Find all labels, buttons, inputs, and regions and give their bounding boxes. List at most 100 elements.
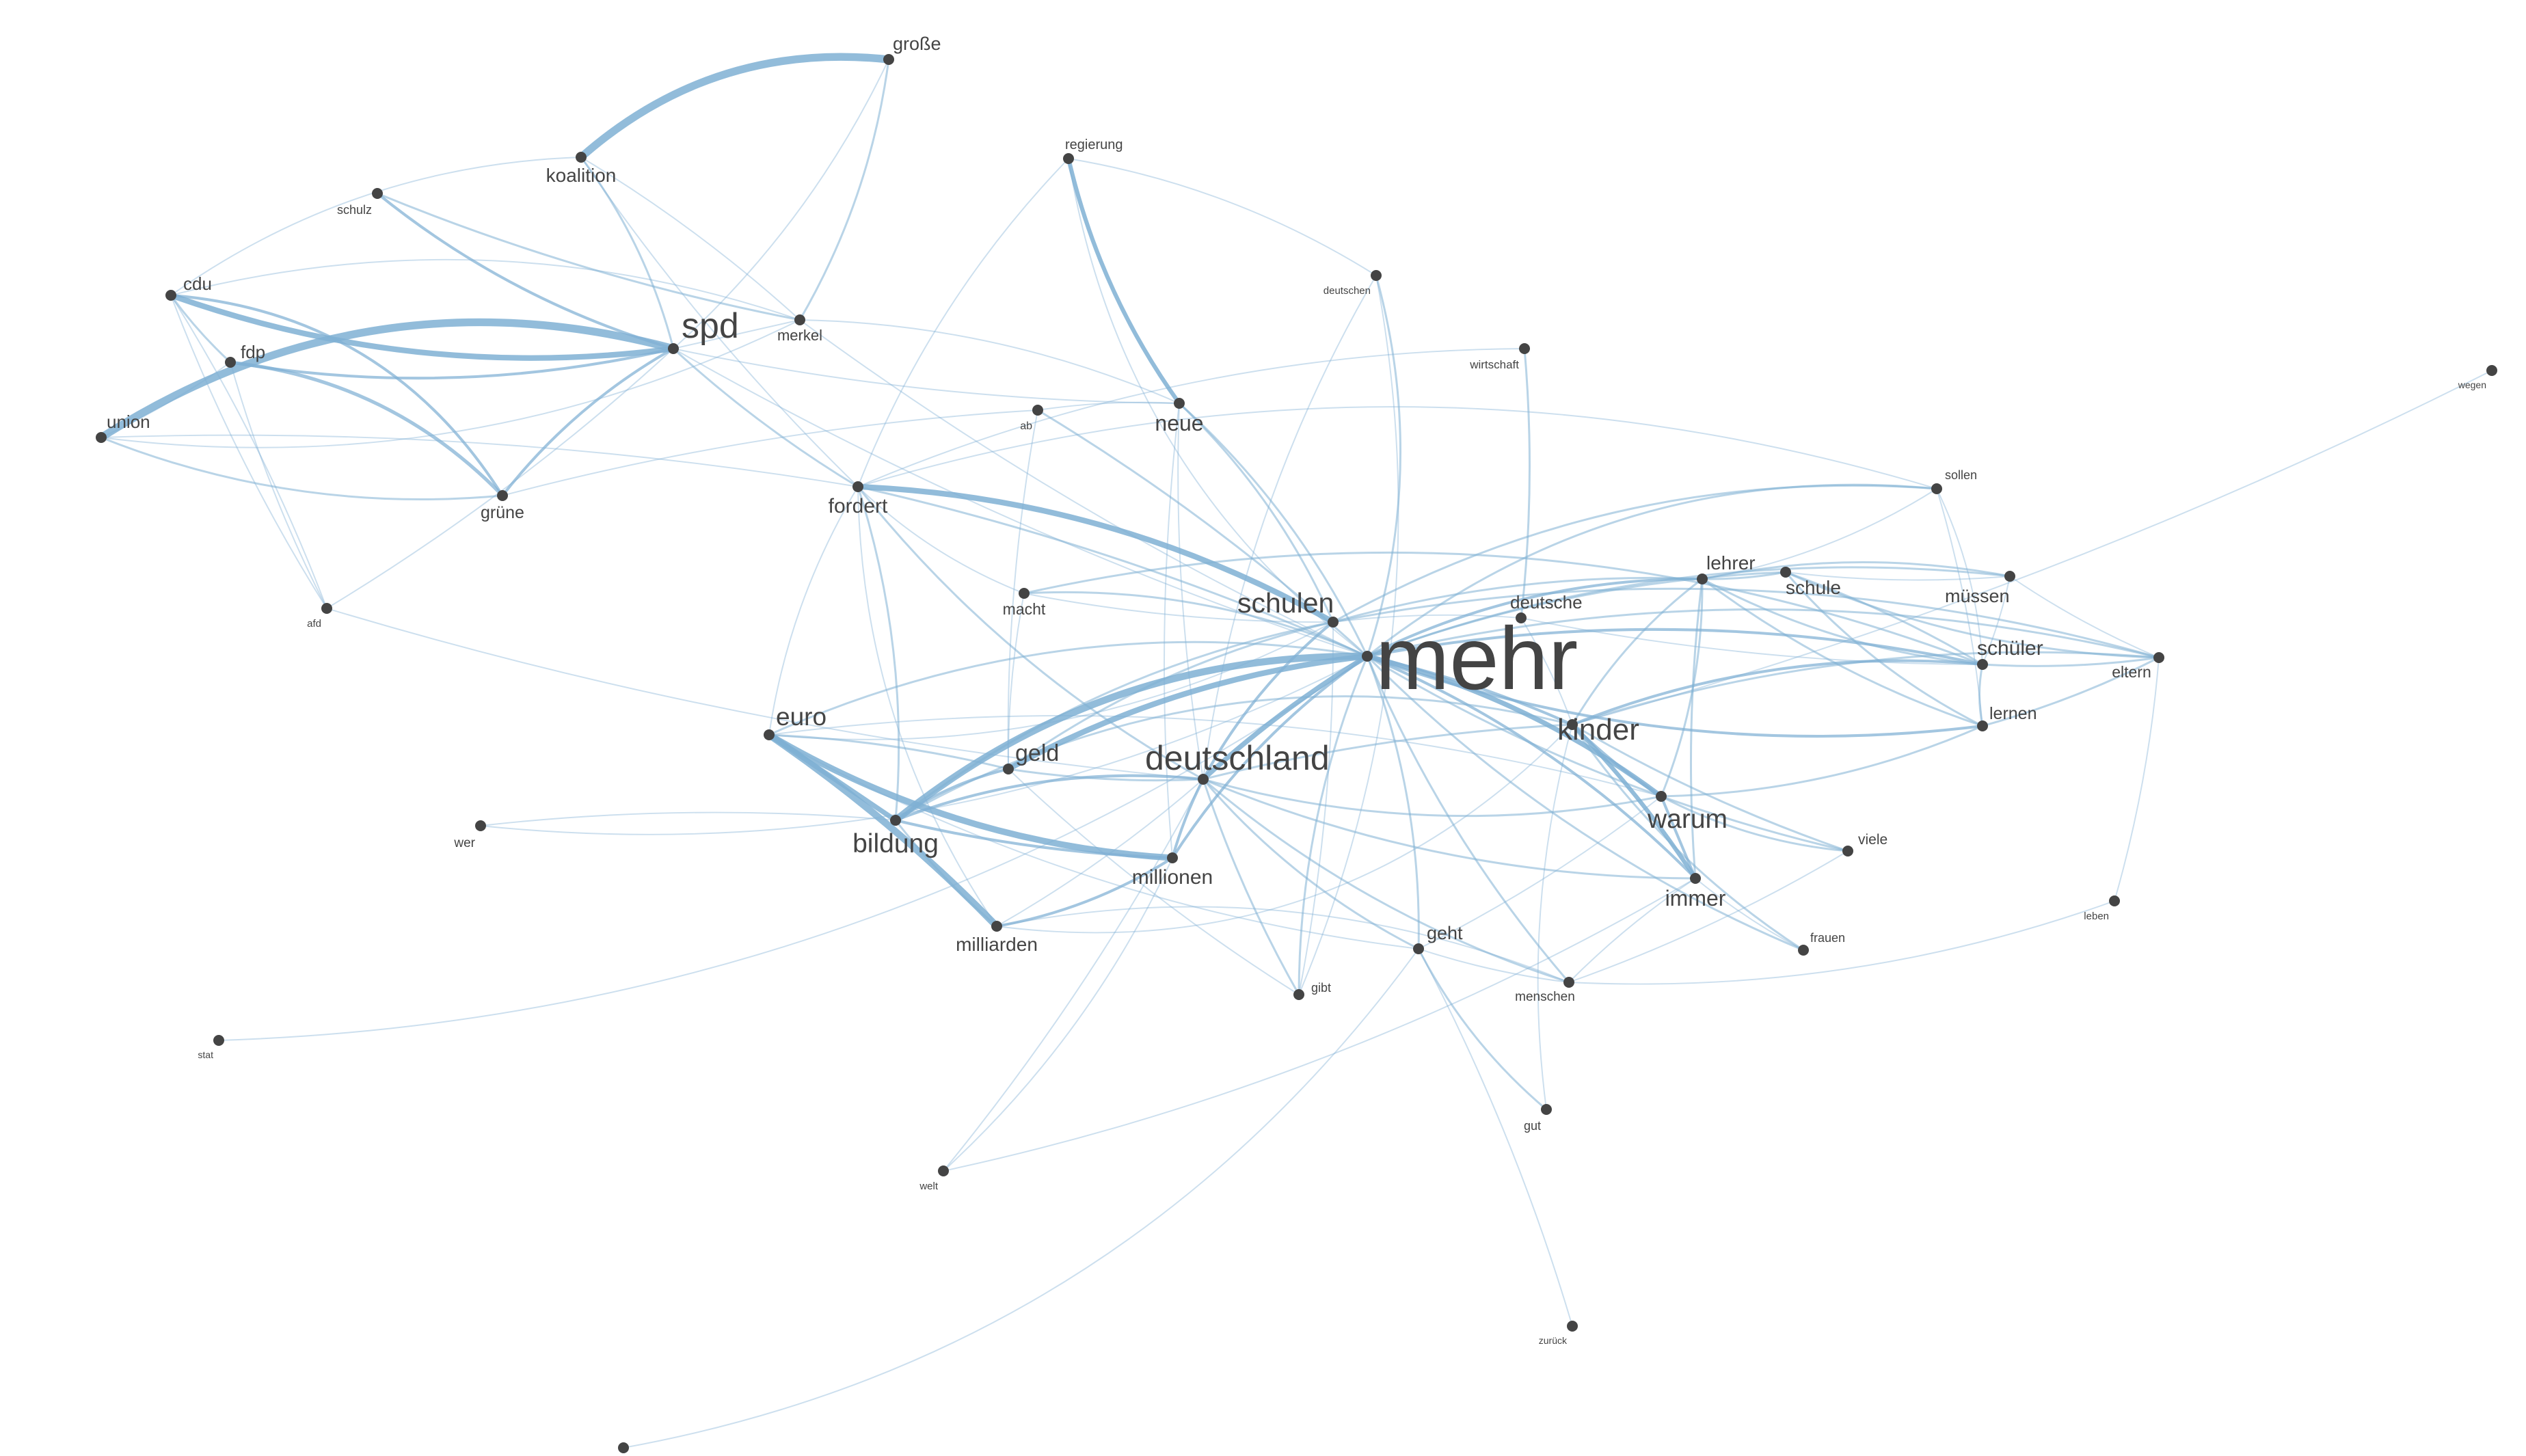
edge-macht-geld xyxy=(1007,593,1025,770)
node-milliarden[interactable] xyxy=(991,921,1002,932)
edge-menschen-milliarden xyxy=(996,906,1570,983)
node-stat[interactable] xyxy=(213,1035,224,1046)
label-fordert: fordert xyxy=(829,495,888,517)
label-wer: wer xyxy=(453,836,475,850)
node-deutschen[interactable] xyxy=(1371,270,1382,281)
node-macht[interactable] xyxy=(1019,588,1030,599)
node-layer xyxy=(96,54,2497,1453)
edge-mehr-fordert xyxy=(857,485,1369,658)
edge-millionen-welt xyxy=(943,857,1173,1172)
edge-fordert-milliarden xyxy=(857,486,997,927)
edge-neue-millionen xyxy=(1164,403,1180,859)
node-lehrer[interactable] xyxy=(1697,574,1708,584)
node-menschen[interactable] xyxy=(1563,977,1574,988)
node-koalition[interactable] xyxy=(576,152,587,163)
node-zurueck[interactable] xyxy=(1567,1321,1578,1332)
edge-muessen-eltern xyxy=(2009,576,2160,658)
edge-spd-neue xyxy=(673,348,1180,404)
edge-kinder-frauen xyxy=(1571,723,1805,952)
edge-sollen-lernen xyxy=(1936,488,1983,727)
edge-fordert-union xyxy=(100,434,859,487)
node-sollen[interactable] xyxy=(1931,483,1942,494)
label-welt: welt xyxy=(919,1181,939,1192)
node-schulen[interactable] xyxy=(1328,617,1339,628)
node-spd[interactable] xyxy=(668,343,679,354)
edge-cdu-fdp xyxy=(170,294,232,364)
edge-cdu-gruene xyxy=(169,293,505,498)
node-wer[interactable] xyxy=(475,820,486,831)
edge-mehr-macht xyxy=(1023,591,1369,658)
node-ab[interactable] xyxy=(1032,405,1043,416)
edge-fordert-regierung xyxy=(857,158,1069,487)
edge-regierung-mehr xyxy=(1068,158,1368,657)
edge-lehrer-muessen xyxy=(1701,561,2011,580)
edge-menschen-viele xyxy=(1568,850,1849,983)
node-millionen[interactable] xyxy=(1167,852,1178,863)
edge-deutschland-kinder xyxy=(1202,723,1574,781)
node-neue[interactable] xyxy=(1174,398,1185,409)
edge-wegen-kinder xyxy=(1572,370,2493,725)
node-merkel[interactable] xyxy=(794,314,805,325)
node-leben[interactable] xyxy=(2109,895,2120,906)
node-geht[interactable] xyxy=(1413,943,1424,954)
node-cdu[interactable] xyxy=(165,290,176,301)
node-fdp[interactable] xyxy=(225,357,236,368)
node-bildung[interactable] xyxy=(890,815,901,826)
node-warum[interactable] xyxy=(1656,791,1667,802)
edge-schulen-deutschland xyxy=(1201,620,1335,781)
node-schueler[interactable] xyxy=(1977,659,1988,670)
edge-fordert-sollen xyxy=(857,406,1937,489)
node-gibt[interactable] xyxy=(1293,989,1304,1000)
edge-fdp-afd xyxy=(230,362,327,609)
label-wegen: wegen xyxy=(2458,379,2486,390)
node-euro[interactable] xyxy=(764,729,775,740)
node-deutsche[interactable] xyxy=(1516,612,1527,623)
node-viele[interactable] xyxy=(1842,846,1853,857)
node-neuer[interactable] xyxy=(618,1442,629,1453)
node-frauen[interactable] xyxy=(1798,945,1809,956)
node-afd[interactable] xyxy=(321,603,332,614)
edge-mehr-euro xyxy=(768,641,1369,736)
node-fordert[interactable] xyxy=(852,481,863,492)
edge-deutsche-schulen xyxy=(1332,614,1522,623)
edge-deutschland-menschen xyxy=(1202,778,1570,984)
edge-union-merkel xyxy=(100,319,801,448)
label-schulz: schulz xyxy=(337,203,372,217)
node-deutschland[interactable] xyxy=(1198,774,1209,785)
edge-regierung-neue xyxy=(1066,156,1182,406)
label-koalition: koalition xyxy=(546,165,617,186)
edge-bildung-millionen xyxy=(893,818,1174,860)
label-schulen: schulen xyxy=(1237,587,1334,619)
node-gut[interactable] xyxy=(1541,1104,1552,1115)
edge-mehr-frauen xyxy=(1366,655,1805,952)
node-eltern[interactable] xyxy=(2153,652,2164,663)
label-milliarden: milliarden xyxy=(956,934,1038,955)
node-welt[interactable] xyxy=(938,1165,949,1176)
edge-deutschland-geht xyxy=(1202,778,1420,950)
node-muessen[interactable] xyxy=(2004,571,2015,582)
edge-geld-deutschland xyxy=(1007,768,1205,782)
node-immer[interactable] xyxy=(1690,873,1701,884)
edge-neue-merkel xyxy=(799,319,1180,404)
node-grosse[interactable] xyxy=(883,54,894,65)
node-union[interactable] xyxy=(96,432,107,443)
node-schulz[interactable] xyxy=(372,188,383,199)
node-kinder[interactable] xyxy=(1567,719,1578,730)
node-geld[interactable] xyxy=(1003,764,1014,774)
edge-schule-lernen xyxy=(1784,571,1984,727)
edge-stat-mehr xyxy=(218,656,1368,1041)
label-union: union xyxy=(107,412,150,432)
label-leben: leben xyxy=(2084,911,2109,922)
label-deutschen: deutschen xyxy=(1324,285,1371,297)
node-mehr[interactable] xyxy=(1362,651,1373,662)
edge-neue-deutschland xyxy=(1177,403,1204,780)
node-wegen[interactable] xyxy=(2486,365,2497,376)
node-wirtschaft[interactable] xyxy=(1519,343,1530,354)
edge-lernen-eltern xyxy=(1981,656,2160,727)
node-regierung[interactable] xyxy=(1063,153,1074,164)
node-gruene[interactable] xyxy=(497,490,508,501)
node-lernen[interactable] xyxy=(1977,720,1988,731)
node-schule[interactable] xyxy=(1780,567,1791,578)
label-schule: schule xyxy=(1786,577,1841,598)
